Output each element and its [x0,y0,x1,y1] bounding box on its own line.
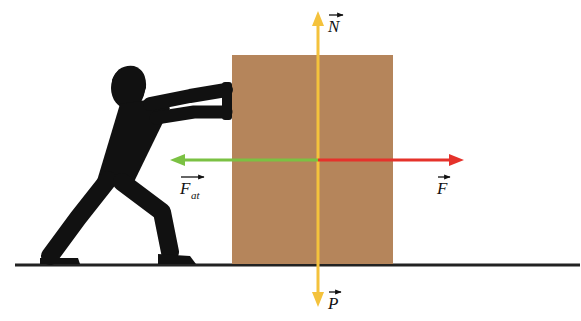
arrowhead [312,11,324,26]
force-subscript: at [191,190,200,201]
force-label: F [437,180,447,197]
arrowhead [170,154,185,166]
vector-marks [181,15,450,292]
force-label: N [328,18,339,35]
applied-force-arrow [318,159,452,162]
arrowhead [312,292,324,307]
force-label: P [328,295,338,312]
friction-arrow [182,159,318,162]
person-silhouette [40,66,232,264]
arrowhead [449,154,464,166]
force-label: F [180,180,190,197]
